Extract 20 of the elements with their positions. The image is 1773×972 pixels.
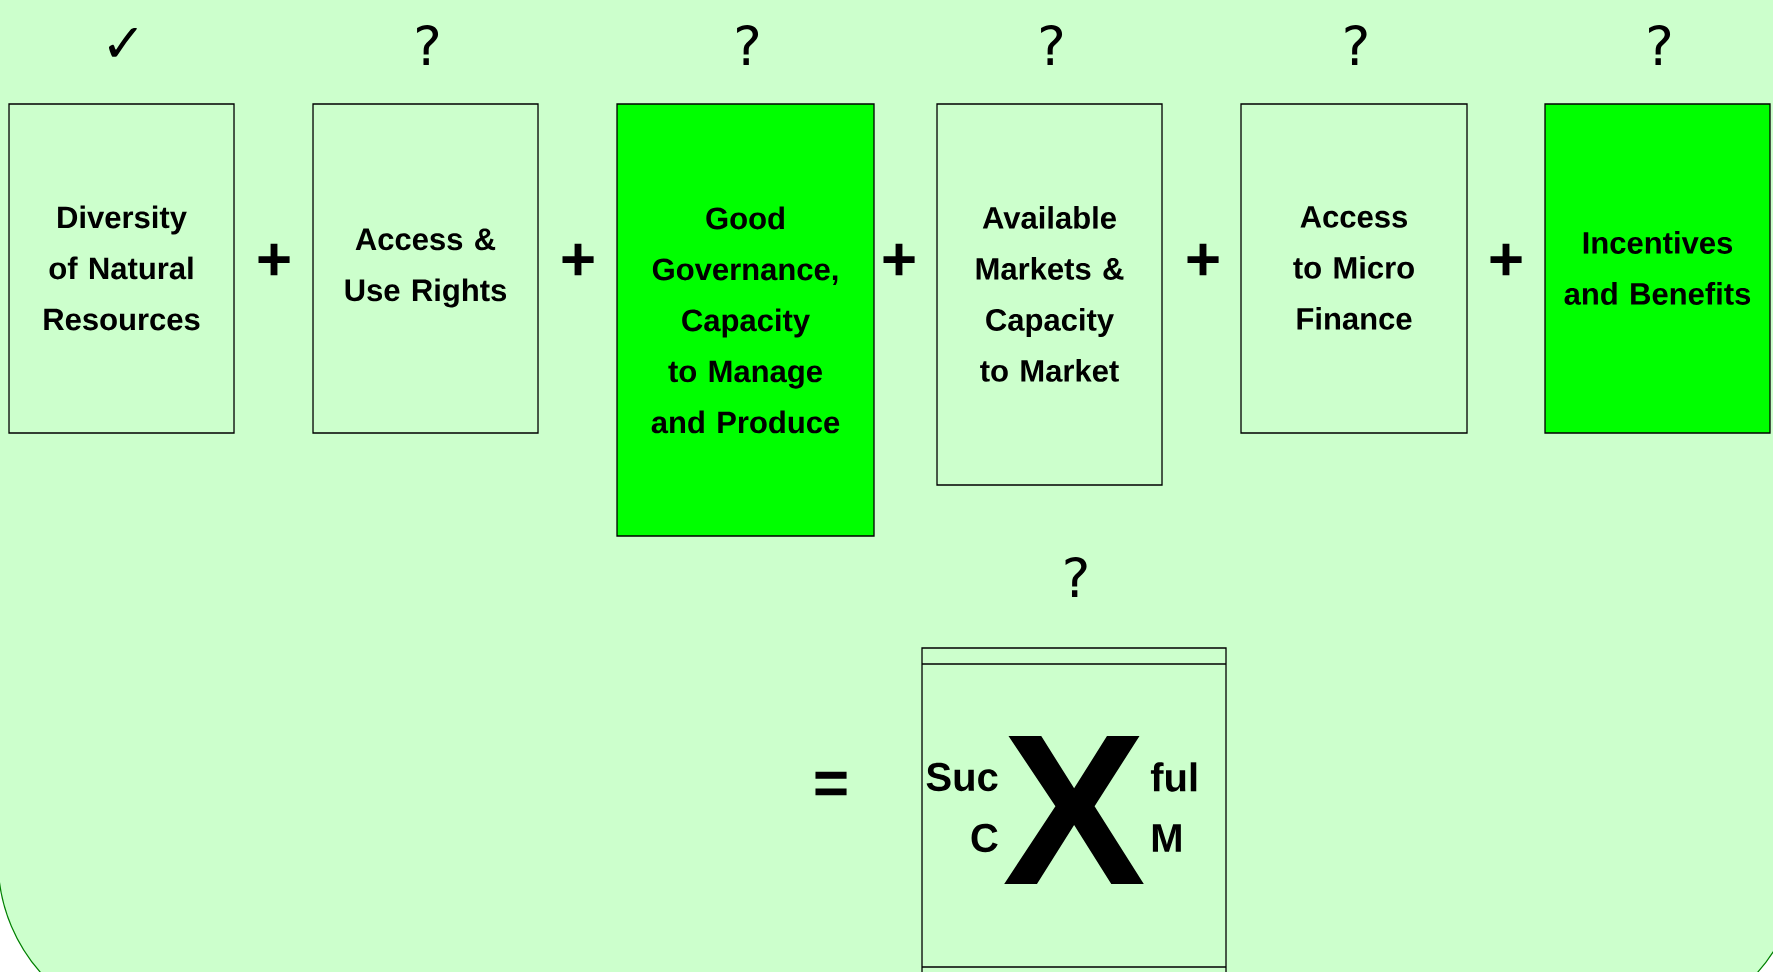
factor-box: Good Governance, Capacity to Manage and Produce [616, 103, 875, 537]
status-symbol: ? [1041, 24, 1063, 66]
factor-box: Diversity of Natural Resources [8, 103, 235, 434]
status-symbol: ? [1065, 556, 1087, 598]
factor-box: Incentives and Benefits [1544, 103, 1771, 434]
cross-mark: X [1004, 736, 1144, 884]
status-symbol: ✓ [109, 28, 137, 57]
operator-sign: = [815, 771, 847, 796]
status-symbol: ? [1345, 24, 1367, 66]
operator-sign: + [1490, 243, 1522, 276]
status-symbol: ? [417, 24, 439, 66]
operator-sign: + [258, 243, 290, 276]
operator-sign: + [883, 243, 915, 276]
operator-sign: + [562, 243, 594, 276]
factor-box: Available Markets & Capacity to Market [936, 103, 1163, 486]
operator-sign: + [1187, 243, 1219, 276]
factor-box: Access & Use Rights [312, 103, 539, 434]
status-symbol: ? [1649, 24, 1671, 66]
status-symbol: ? [737, 24, 759, 66]
factor-box: Access to Micro Finance [1240, 103, 1468, 434]
